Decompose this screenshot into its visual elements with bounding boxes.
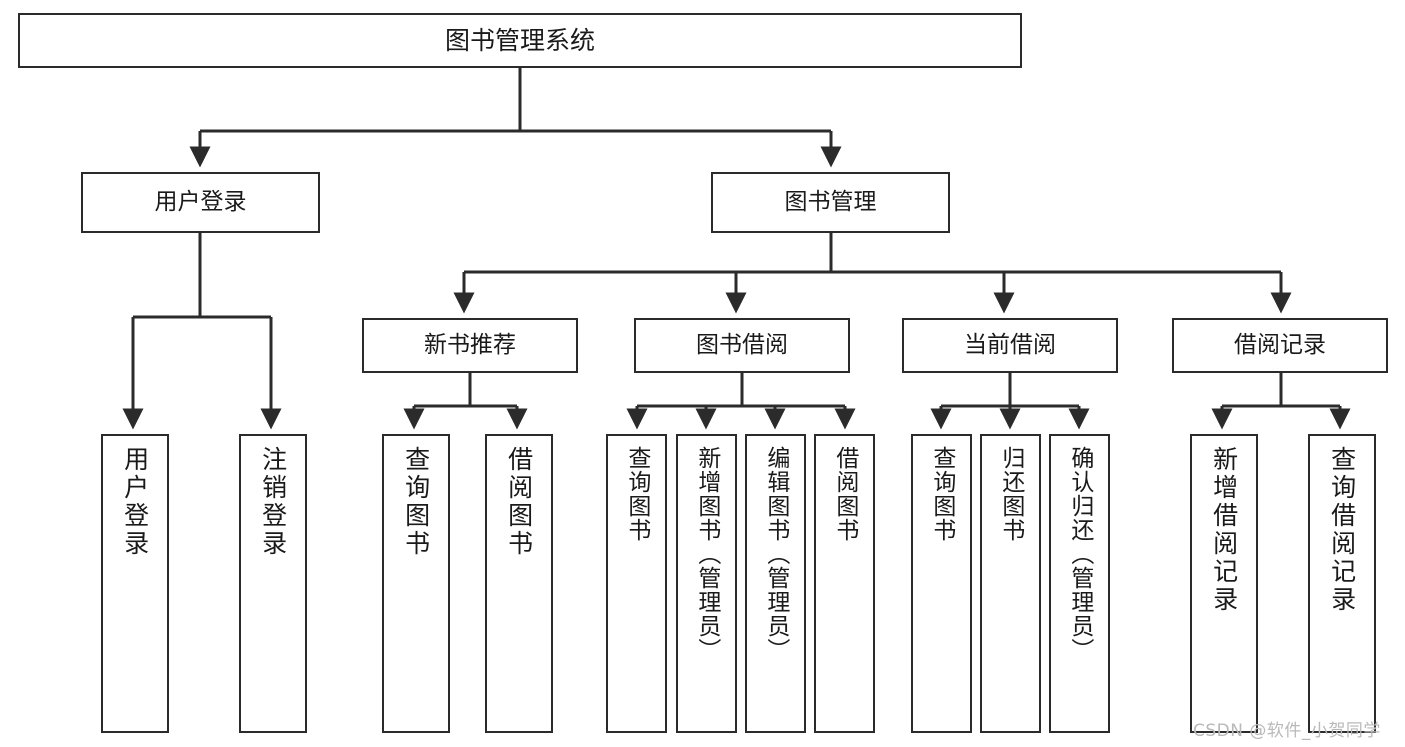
node-leaf-borrow-edit-book[interactable]: 编辑图书（管理员） bbox=[745, 434, 806, 733]
node-leaf-cur-query-book[interactable]: 查询图书 bbox=[911, 434, 972, 733]
node-new-book-recommend-label: 新书推荐 bbox=[424, 331, 516, 358]
node-leaf-rec-query-book[interactable]: 查询图书 bbox=[382, 434, 450, 733]
node-leaf-rec-add-record[interactable]: 新增借阅记录 bbox=[1190, 434, 1258, 733]
node-leaf-borrow-add-book[interactable]: 新增图书（管理员） bbox=[676, 434, 737, 733]
node-leaf-user-logout[interactable]: 注销登录 bbox=[239, 434, 307, 733]
node-leaf-user-logout-label: 注销登录 bbox=[258, 446, 288, 558]
node-book-borrow-label: 图书借阅 bbox=[696, 331, 788, 358]
node-leaf-rec-borrow-book[interactable]: 借阅图书 bbox=[485, 434, 553, 733]
node-leaf-rec-add-record-label: 新增借阅记录 bbox=[1209, 446, 1239, 614]
node-leaf-cur-confirm-return[interactable]: 确认归还（管理员） bbox=[1049, 434, 1110, 733]
node-leaf-rec-query-record-label: 查询借阅记录 bbox=[1327, 446, 1357, 614]
node-leaf-user-login-label: 用户登录 bbox=[120, 446, 150, 558]
node-leaf-borrow-query-book-label: 查询图书 bbox=[623, 446, 650, 542]
node-current-borrow-label: 当前借阅 bbox=[964, 331, 1056, 358]
node-user-login[interactable]: 用户登录 bbox=[81, 172, 320, 233]
csdn-watermark: CSDN @软件_小贺同学 bbox=[1193, 721, 1381, 741]
node-leaf-borrow-borrow-book[interactable]: 借阅图书 bbox=[814, 434, 875, 733]
node-borrow-record-label: 借阅记录 bbox=[1234, 331, 1326, 358]
node-leaf-borrow-add-book-label: 新增图书（管理员） bbox=[693, 446, 720, 662]
node-leaf-cur-query-book-label: 查询图书 bbox=[928, 446, 955, 542]
node-leaf-rec-borrow-book-label: 借阅图书 bbox=[504, 446, 534, 558]
node-leaf-cur-return-book-label: 归还图书 bbox=[997, 446, 1024, 542]
node-leaf-borrow-query-book[interactable]: 查询图书 bbox=[606, 434, 667, 733]
node-book-borrow[interactable]: 图书借阅 bbox=[634, 318, 850, 373]
node-borrow-record[interactable]: 借阅记录 bbox=[1172, 318, 1388, 373]
node-book-manage[interactable]: 图书管理 bbox=[711, 172, 950, 233]
node-leaf-rec-query-book-label: 查询图书 bbox=[401, 446, 431, 558]
node-leaf-borrow-borrow-book-label: 借阅图书 bbox=[831, 446, 858, 542]
node-leaf-cur-confirm-return-label: 确认归还（管理员） bbox=[1066, 446, 1093, 662]
node-leaf-user-login[interactable]: 用户登录 bbox=[101, 434, 169, 733]
node-leaf-rec-query-record[interactable]: 查询借阅记录 bbox=[1308, 434, 1376, 733]
node-user-login-label: 用户登录 bbox=[154, 188, 247, 215]
node-new-book-recommend[interactable]: 新书推荐 bbox=[362, 318, 578, 373]
node-leaf-borrow-edit-book-label: 编辑图书（管理员） bbox=[762, 446, 789, 662]
node-current-borrow[interactable]: 当前借阅 bbox=[902, 318, 1118, 373]
node-book-manage-label: 图书管理 bbox=[784, 188, 877, 215]
node-root-system[interactable]: 图书管理系统 bbox=[18, 13, 1022, 68]
node-root-system-label: 图书管理系统 bbox=[444, 25, 595, 55]
node-leaf-cur-return-book[interactable]: 归还图书 bbox=[980, 434, 1041, 733]
